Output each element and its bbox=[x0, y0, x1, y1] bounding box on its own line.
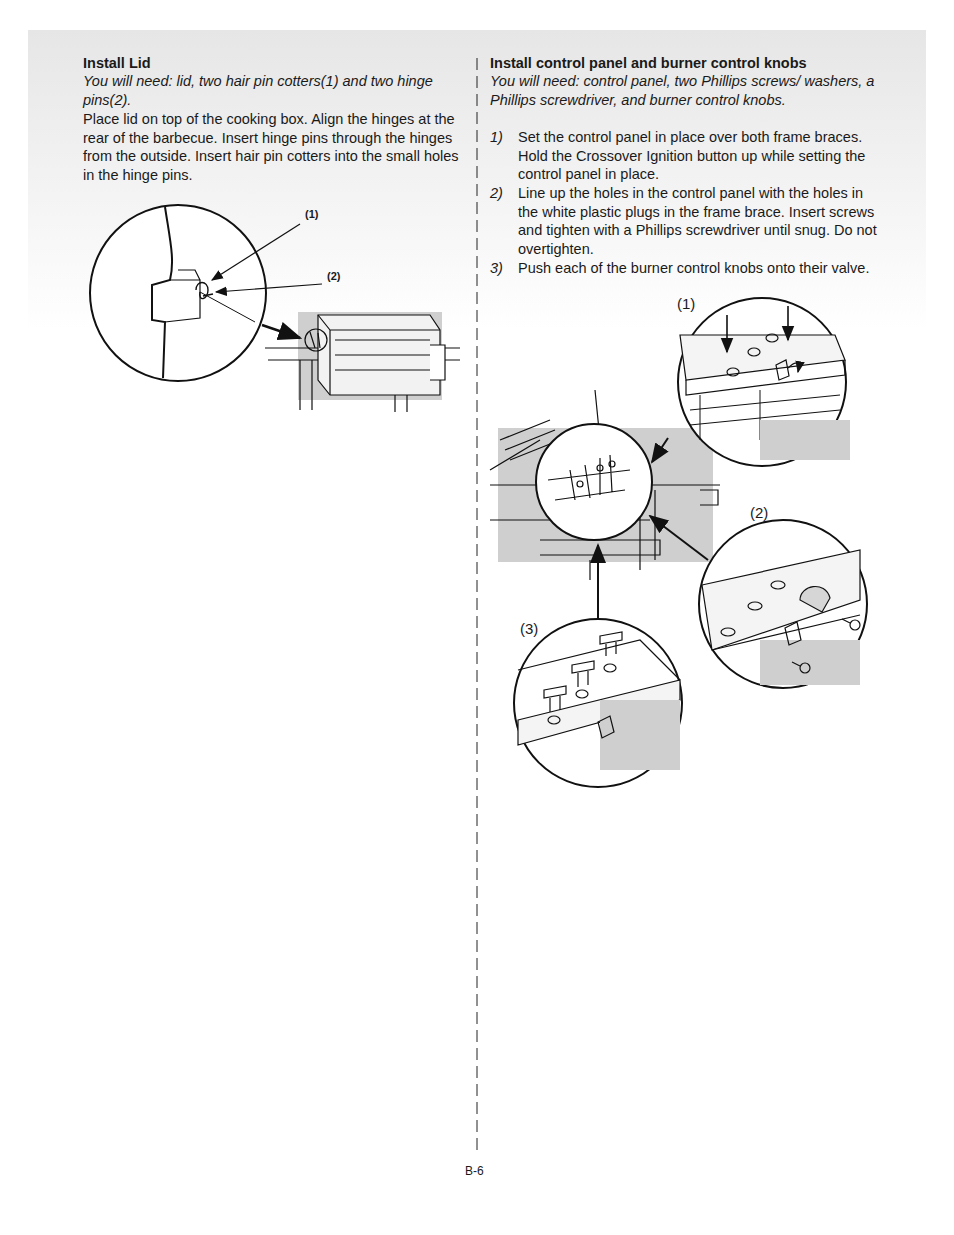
step-text: Push each of the burner control knobs on… bbox=[518, 259, 878, 278]
detail-number: (3) bbox=[520, 620, 560, 639]
page-number: B-6 bbox=[465, 1162, 505, 1181]
control-panel-illustration bbox=[490, 298, 867, 787]
step-number: 3) bbox=[490, 259, 516, 278]
section-heading: Install Lid bbox=[83, 54, 463, 73]
lid-illustration bbox=[90, 205, 460, 412]
parts-needed: You will need: lid, two hair pin cotters… bbox=[83, 72, 468, 109]
detail-number: (2) bbox=[750, 504, 790, 523]
callout-number: (1) bbox=[305, 208, 335, 221]
column-divider bbox=[477, 58, 478, 1150]
step-number: 2) bbox=[490, 184, 516, 203]
step-text: Line up the holes in the control panel w… bbox=[518, 184, 878, 258]
instruction-text: Place lid on top of the cooking box. Ali… bbox=[83, 110, 468, 184]
callout-number: (2) bbox=[327, 270, 357, 283]
section-heading: Install control panel and burner control… bbox=[490, 54, 890, 73]
parts-needed: You will need: control panel, two Philli… bbox=[490, 72, 875, 109]
detail-number: (1) bbox=[677, 295, 717, 314]
step-text: Set the control panel in place over both… bbox=[518, 128, 878, 184]
step-number: 1) bbox=[490, 128, 516, 147]
